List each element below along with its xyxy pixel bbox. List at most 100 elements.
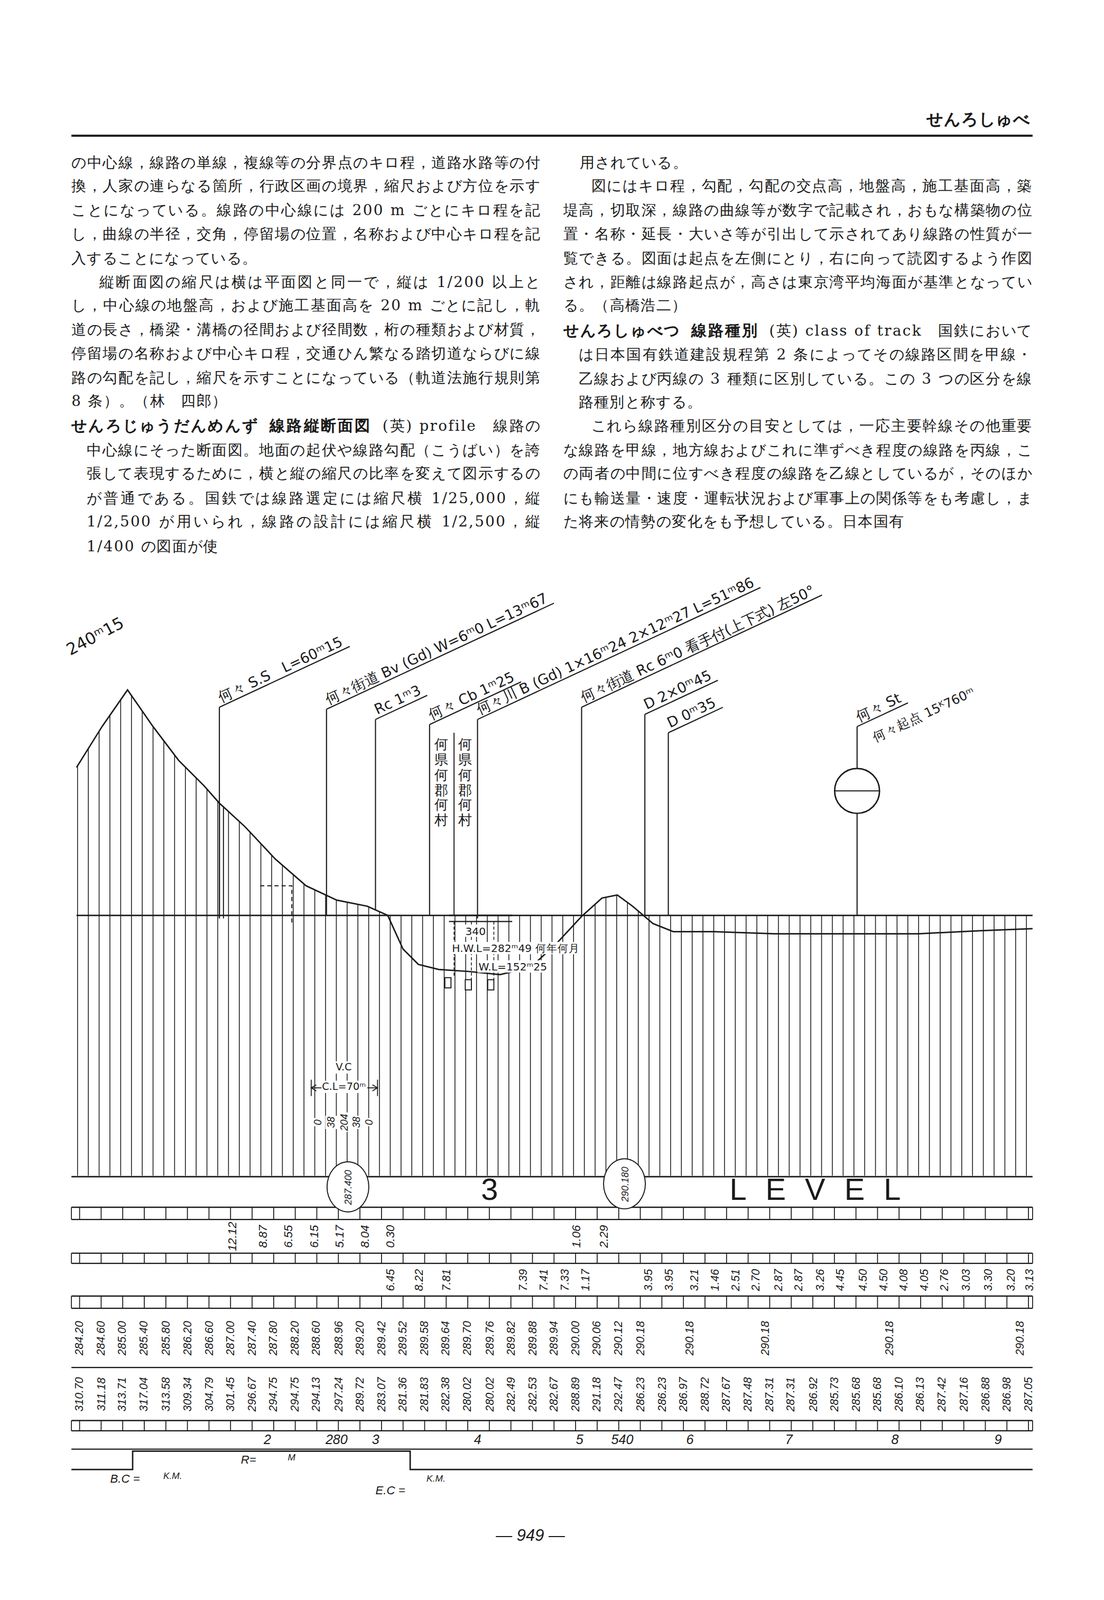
curve-length: C.L=70ᵐ	[320, 1080, 367, 1093]
hatch-line	[993, 915, 995, 1176]
hatch-line	[627, 902, 629, 1176]
ladder-tick	[639, 1420, 642, 1431]
ground-level: 286.13	[914, 1376, 927, 1411]
ladder-tick	[100, 1253, 102, 1264]
ground-level: 287.48	[741, 1376, 755, 1411]
ladder-tick	[553, 1207, 555, 1220]
ladder-tick	[726, 1253, 728, 1264]
ladder-tick	[165, 1420, 167, 1431]
ladder-tick	[855, 1420, 857, 1431]
ladder-tick	[273, 1207, 275, 1220]
ladder-tick	[920, 1253, 922, 1264]
portal-line	[260, 885, 292, 924]
curve-radius: R=	[240, 1452, 257, 1467]
ground-level: 282.53	[525, 1376, 539, 1411]
paragraph: せんろじゅうだんめんず線路縦断面図(英) profile 線路の中心線にそった断…	[71, 413, 541, 559]
ladder-tick	[208, 1253, 210, 1264]
formation-level: 289.88	[525, 1320, 539, 1355]
structure-label: Rc 1ᵐ3	[371, 681, 424, 718]
hatch-line	[120, 699, 122, 1176]
hatch-line	[465, 915, 467, 1176]
formation-level: 289.76	[482, 1320, 496, 1355]
ladder-tick	[122, 1420, 124, 1431]
ladder-tick	[963, 1420, 965, 1431]
hatch-line	[583, 913, 586, 1176]
dimension-line	[376, 1079, 378, 1097]
fill-height: 7.39	[516, 1268, 530, 1291]
ladder-tick	[877, 1207, 879, 1220]
cut-depth: 8.04	[358, 1224, 373, 1248]
hatch-line	[422, 915, 424, 1176]
hatch-line	[917, 915, 920, 1176]
band-line	[71, 1448, 1033, 1450]
fill-height: 4.50	[876, 1268, 889, 1291]
ladder-tick	[122, 1295, 124, 1308]
ladder-tick	[812, 1295, 814, 1308]
ladder-tick	[682, 1295, 684, 1308]
ladder-tick	[769, 1207, 771, 1220]
hatch-line	[357, 904, 359, 1176]
ladder-tick	[532, 1253, 534, 1264]
ladder-tick	[1027, 1420, 1029, 1431]
running-head: せんろしゅべ	[926, 110, 1031, 130]
ladder-tick	[467, 1207, 469, 1220]
hatch-line	[659, 915, 661, 1176]
ladder-tick	[726, 1420, 728, 1431]
formation-level: 288.96	[331, 1320, 345, 1355]
ladder-tick	[273, 1295, 275, 1308]
ladder-tick	[618, 1420, 620, 1431]
ladder-tick	[574, 1420, 577, 1431]
ladder-tick	[661, 1253, 663, 1264]
ladder-line	[71, 1295, 1033, 1297]
formation-level: 289.70	[461, 1320, 475, 1355]
ladder-tick	[985, 1420, 987, 1431]
curve-ordinate: 204	[337, 1112, 350, 1132]
ladder-tick	[855, 1295, 857, 1308]
fill-height: 2.76	[937, 1268, 951, 1291]
ladder-tick	[381, 1295, 383, 1308]
headword: 線路縦断面図	[269, 416, 373, 435]
formation-level: 284.20	[72, 1320, 86, 1355]
fill-height: 2.70	[748, 1268, 762, 1291]
ground-level: 288.72	[698, 1376, 711, 1411]
ladder-tick	[100, 1420, 102, 1431]
ladder-tick	[337, 1253, 339, 1264]
ladder-tick	[941, 1420, 943, 1431]
ground-level: 317.04	[137, 1376, 151, 1411]
curve-end: E.C =	[375, 1483, 405, 1498]
hatch-line	[530, 915, 532, 1176]
ground-level: 297.24	[331, 1376, 345, 1411]
hatch-line	[390, 915, 392, 1176]
ground-level: 283.07	[374, 1376, 388, 1411]
ladder-tick	[920, 1207, 922, 1220]
hatch-line	[206, 789, 208, 1176]
curve-line	[71, 1450, 1033, 1470]
ground-level: 286.10	[892, 1376, 906, 1411]
elevation-note: 240ᵐ15	[63, 613, 127, 660]
ladder-tick	[251, 1420, 253, 1431]
ladder-tick	[596, 1295, 598, 1308]
ladder-tick	[596, 1207, 598, 1220]
ground-level: 286.97	[676, 1376, 690, 1411]
ladder-tick	[963, 1295, 965, 1308]
hatch-line	[616, 894, 618, 1176]
ladder-tick	[70, 1295, 72, 1308]
ladder-tick	[165, 1295, 167, 1308]
ladder-tick	[316, 1207, 318, 1220]
hatch-line	[831, 915, 833, 1176]
hatch-line	[971, 915, 973, 1176]
formation-level: 290.18	[633, 1320, 647, 1355]
ladder-tick	[1006, 1207, 1008, 1220]
hatch-line	[98, 730, 100, 1176]
hatch-line	[249, 831, 251, 1176]
hatch-line	[336, 900, 338, 1176]
ladder-tick	[488, 1207, 490, 1220]
headword: せんろしゅべつ	[563, 321, 682, 339]
ground-level: 311.18	[94, 1376, 108, 1410]
paragraph: の中心線，線路の単線，複線等の分界点のキロ程，道路水路等の付換，人家の連らなる箇…	[71, 151, 541, 271]
ladder-tick	[359, 1207, 361, 1220]
curve-start: B.C =	[110, 1472, 141, 1487]
hatch-line	[950, 915, 952, 1176]
curve-ordinate: 0	[312, 1118, 324, 1127]
ladder-tick	[833, 1420, 836, 1431]
